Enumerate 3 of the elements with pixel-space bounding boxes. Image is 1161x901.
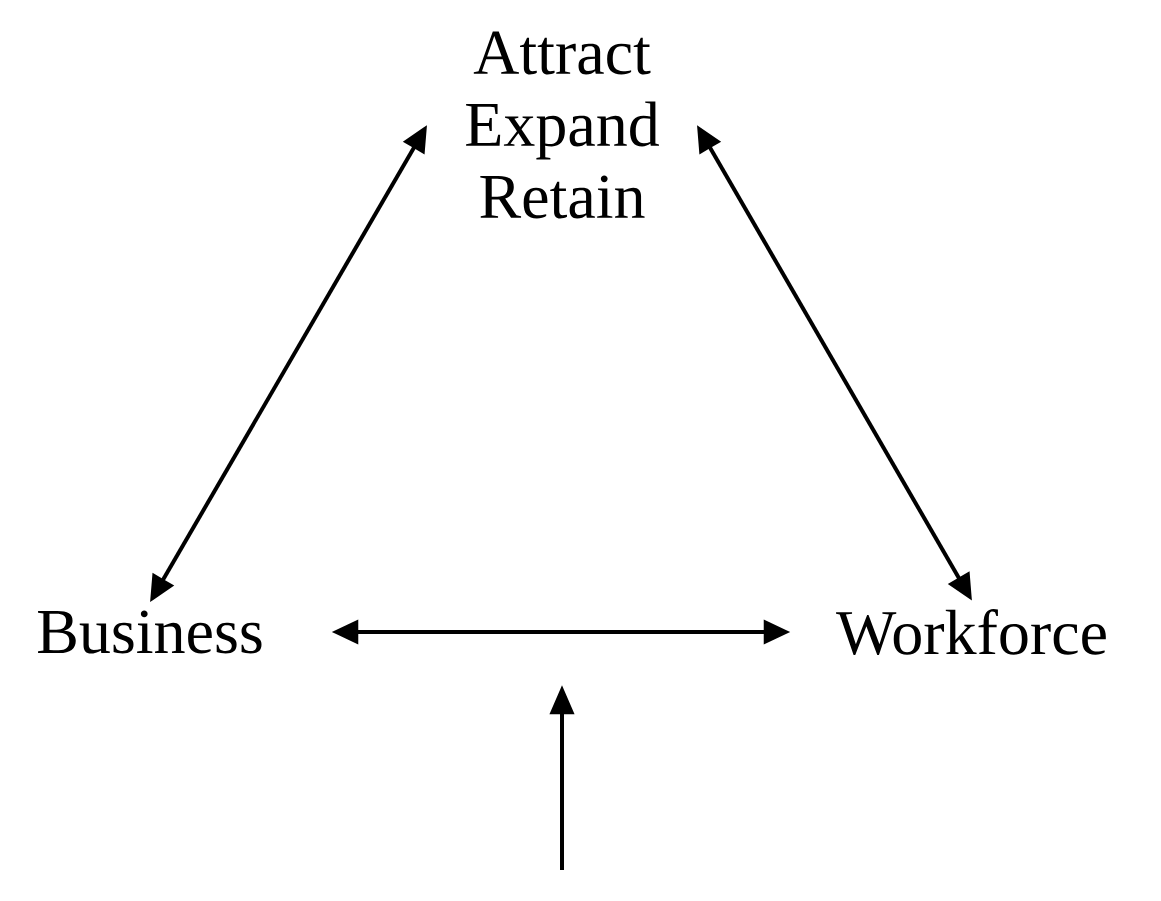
- business-label: Business: [38, 610, 262, 654]
- goal-text: Attract Expand Retain: [466, 31, 659, 219]
- workforce-label: Workforce: [836, 609, 1106, 655]
